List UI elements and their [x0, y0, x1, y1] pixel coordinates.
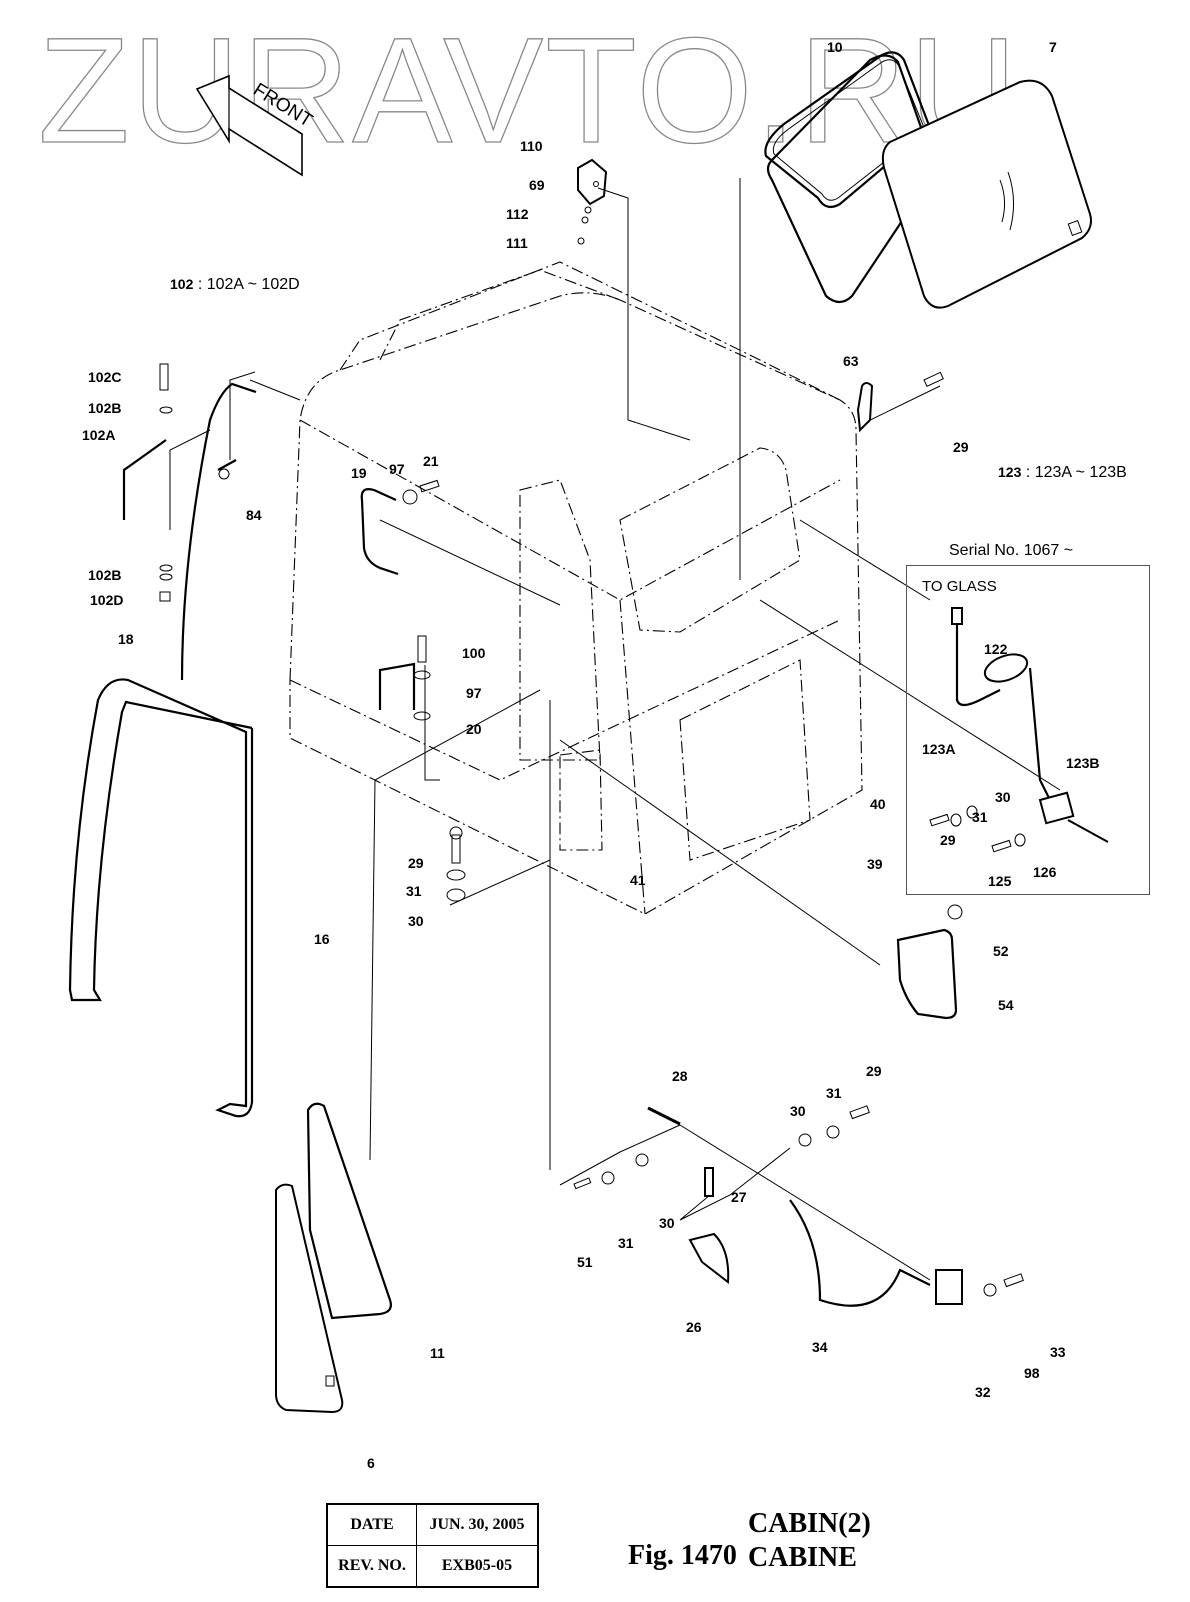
callout-111: 111 [506, 235, 528, 251]
callout-126: 126 [1033, 864, 1057, 880]
callout-102b-top: 102B [88, 400, 122, 416]
date-row: DATE JUN. 30, 2005 [326, 1503, 539, 1546]
callout-123b: 123B [1066, 755, 1100, 771]
callout-30-lower-right: 30 [790, 1103, 806, 1119]
callout-122: 122 [984, 641, 1008, 657]
leader-lines [169, 178, 1061, 1281]
revision-label: REV. NO. [326, 1545, 417, 1588]
door-lock-linkage [573, 1105, 1024, 1307]
callout-27: 27 [731, 1189, 747, 1205]
date-value: JUN. 30, 2005 [416, 1503, 539, 1546]
clip-52 [947, 904, 963, 920]
rear-window-seal-part [764, 51, 932, 209]
figure-number: Fig. 1470 [628, 1540, 737, 1571]
callout-39: 39 [867, 856, 883, 872]
callout-29-mid: 29 [408, 855, 424, 871]
callout-102c: 102C [88, 369, 122, 385]
cabin-frame-outline [289, 261, 863, 915]
callout-102a: 102A [82, 427, 116, 443]
callout-31-mid: 31 [406, 883, 422, 899]
callout-32: 32 [975, 1384, 991, 1400]
callout-31-lower-right: 31 [826, 1085, 842, 1101]
callout-97-top: 97 [389, 461, 405, 477]
callout-112: 112 [506, 206, 529, 222]
figure-title-english: CABIN(2) [748, 1508, 871, 1539]
serial-number-note: Serial No. 1067 ~ [949, 542, 1074, 559]
callout-69: 69 [529, 177, 545, 193]
rail-18-part [122, 363, 257, 681]
window-10-outline [766, 54, 938, 304]
callout-30-mid: 30 [408, 913, 424, 929]
callout-34: 34 [812, 1339, 828, 1355]
latch-63 [856, 382, 874, 433]
callout-84: 84 [246, 507, 262, 523]
callout-29-inset: 29 [940, 832, 956, 848]
callout-110: 110 [520, 138, 543, 154]
callout-123a: 123A [922, 741, 956, 757]
callout-26: 26 [686, 1319, 702, 1335]
callout-102d: 102D [90, 592, 124, 608]
door-seal-16 [68, 678, 254, 1118]
revision-table: DATE JUN. 30, 2005 REV. NO. EXB05-05 [326, 1503, 539, 1588]
callout-30-lower-left: 30 [659, 1215, 675, 1231]
note-102-key: 102 [170, 276, 194, 292]
callout-31-lower-left: 31 [618, 1235, 634, 1251]
callout-29-top: 29 [953, 439, 969, 455]
date-label: DATE [326, 1503, 417, 1546]
inset-harness-parts [929, 607, 1109, 853]
cover-54 [896, 928, 958, 1020]
revision-row: REV. NO. EXB05-05 [326, 1545, 539, 1588]
callout-41: 41 [630, 872, 646, 888]
washer-97-top [402, 489, 418, 505]
callout-6: 6 [367, 1455, 375, 1471]
bracket-110-part [577, 158, 608, 245]
callout-28: 28 [672, 1068, 688, 1084]
callout-7: 7 [1049, 39, 1057, 55]
note-123-range: 123 : 123A ~ 123B [998, 465, 1127, 481]
callout-63: 63 [843, 353, 859, 369]
to-glass-label: TO GLASS [922, 578, 997, 595]
quarter-window-seal-11 [306, 1102, 392, 1320]
callout-100: 100 [462, 645, 486, 661]
callout-21: 21 [423, 453, 439, 469]
note-102-text: : 102A ~ 102D [197, 276, 300, 293]
note-102-range: 102 : 102A ~ 102D [170, 277, 300, 293]
callout-31-inset: 31 [972, 809, 988, 825]
callout-102b-bottom: 102B [88, 567, 122, 583]
grab-handle-19 [360, 488, 399, 576]
callout-33: 33 [1050, 1344, 1066, 1360]
callout-11: 11 [430, 1345, 445, 1361]
callout-18: 18 [118, 631, 134, 647]
serial-inset-box [906, 565, 1150, 895]
figure-title-french: CABINE [748, 1542, 857, 1573]
callout-125: 125 [988, 873, 1012, 889]
callout-10: 10 [827, 39, 843, 55]
handle-20-part [378, 635, 431, 721]
callout-40: 40 [870, 796, 886, 812]
callout-20: 20 [466, 721, 482, 737]
callout-97-mid: 97 [466, 685, 482, 701]
callout-29-lower: 29 [866, 1063, 882, 1079]
bolt-washer-stack-mid [446, 826, 466, 902]
callout-52: 52 [993, 943, 1009, 959]
note-123-text: : 123A ~ 123B [1025, 464, 1127, 481]
note-123-key: 123 [998, 464, 1022, 480]
callout-54: 54 [998, 997, 1014, 1013]
revision-value: EXB05-05 [416, 1545, 539, 1588]
quarter-glass-6 [275, 1183, 344, 1414]
front-direction-arrow-icon [195, 74, 303, 177]
callout-98: 98 [1024, 1365, 1040, 1381]
callout-16: 16 [314, 931, 330, 947]
window-glass-7 [881, 79, 1092, 309]
callout-19: 19 [351, 465, 367, 481]
callout-30-inset: 30 [995, 789, 1011, 805]
callout-51: 51 [577, 1254, 593, 1270]
